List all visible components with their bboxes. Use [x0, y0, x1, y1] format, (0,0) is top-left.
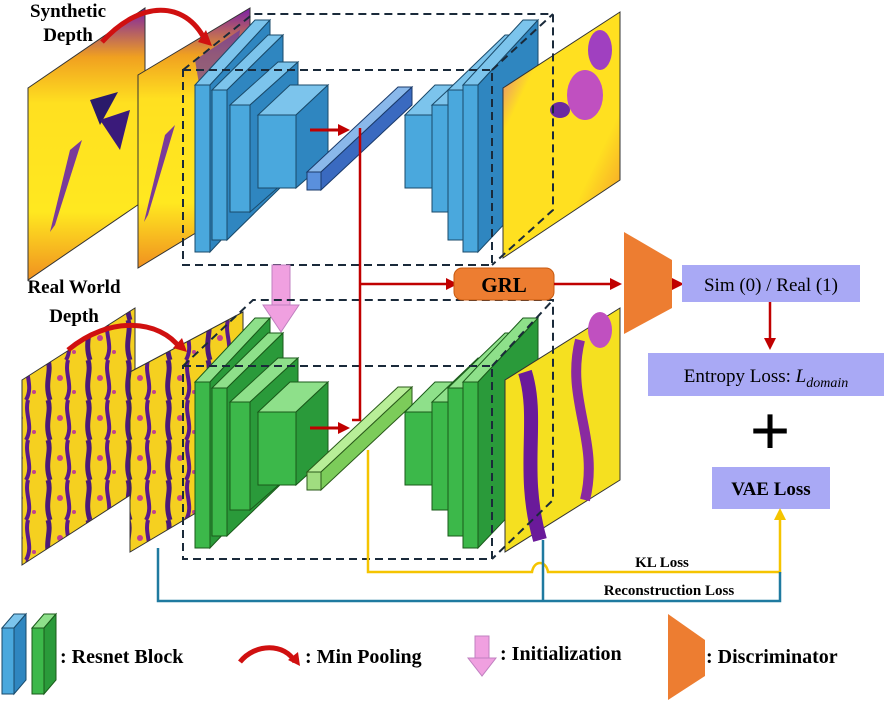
- min-pooling-arrow-real: [66, 322, 183, 352]
- vae-loss-box: [712, 467, 830, 509]
- legend: : Resnet Block : Min Pooling : Initializ…: [0, 612, 838, 700]
- reconstruction-loss-label: Reconstruction Loss: [604, 583, 735, 599]
- initialization-arrow: [262, 264, 300, 333]
- legend-discriminator-label: : Discriminator: [706, 646, 838, 668]
- sim-real-label: Sim (0) / Real (1): [704, 275, 838, 296]
- real-front-dashed-box: [182, 365, 493, 560]
- legend-min-pooling-icon: [238, 645, 298, 664]
- legend-resnet-label: : Resnet Block: [60, 646, 184, 668]
- grl-label: GRL: [481, 273, 527, 297]
- min-pooling-arrow-synthetic: [100, 7, 208, 44]
- plus-sign: +: [749, 391, 790, 471]
- sim-real-box: [682, 265, 860, 302]
- real-output-image: [504, 307, 621, 553]
- legend-resnet-icon: [0, 612, 58, 696]
- vae-loss-label: VAE Loss: [731, 479, 810, 500]
- legend-initialization-label: : Initialization: [500, 643, 622, 665]
- legend-discriminator-icon: [668, 614, 705, 700]
- synthetic-encoder: [193, 18, 330, 254]
- legend-min-pooling-label: : Min Pooling: [305, 646, 422, 668]
- entropy-loss-label: Entropy Loss: Ldomain: [684, 366, 848, 391]
- discriminator-shape: [624, 232, 672, 334]
- reconstruction-loss-line: [156, 548, 782, 603]
- synthetic-label-line1: Synthetic: [30, 1, 106, 22]
- synth-front-dashed-box: [182, 69, 493, 266]
- synthetic-input-image-1: [27, 7, 146, 281]
- entropy-loss-box: [648, 353, 884, 396]
- latent-connection-line: [352, 128, 362, 422]
- real-label-line2: Depth: [49, 306, 99, 327]
- real-enc-block-4: [256, 380, 330, 487]
- synthetic-label-line2: Depth: [43, 25, 93, 46]
- real-label-line1: Real World: [27, 277, 121, 298]
- synthetic-output-image: [502, 11, 621, 259]
- legend-initialization-icon: [466, 635, 498, 677]
- kl-loss-label: KL Loss: [635, 555, 689, 571]
- real-input-image-1: [21, 307, 136, 566]
- kl-loss-line: [366, 450, 782, 574]
